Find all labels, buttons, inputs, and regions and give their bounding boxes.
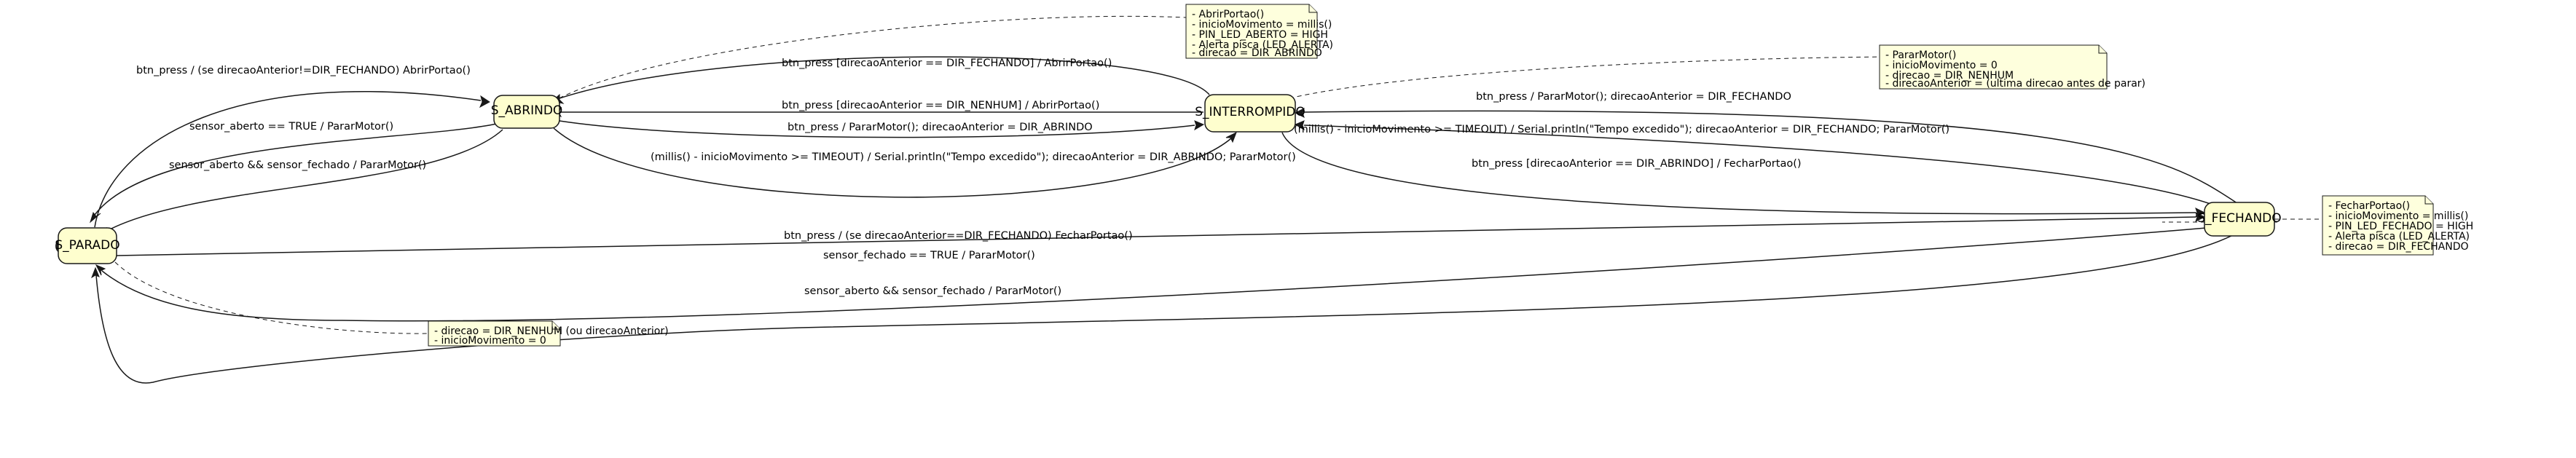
edge-parado-fechando	[116, 216, 2196, 256]
note-parado: - direcao = DIR_NENHUM (ou direcaoAnteri…	[428, 320, 669, 347]
note-line: - Alerta pisca (LED_ALERTA)	[1192, 39, 1333, 51]
edge-abrindo-parado-both	[105, 129, 503, 232]
edge-label: btn_press [direcaoAnterior == DIR_ABRIND…	[1472, 158, 1802, 170]
state-label: S_ABRINDO	[491, 103, 563, 118]
note-fold	[2424, 196, 2433, 205]
edge-fechando-parado-both	[95, 231, 2240, 384]
arrowhead	[479, 95, 490, 108]
edge-abrindo-interrompido-btn	[559, 120, 1195, 138]
note-line: - direcao = DIR_NENHUM	[1885, 70, 2014, 82]
note-line: - AbrirPortao()	[1192, 9, 1264, 20]
note-line: - direcaoAnterior = (ultima direcao ante…	[1885, 78, 2145, 90]
note-link-interrompido	[1289, 56, 1892, 99]
note-line: - inicioMovimento = 0	[434, 335, 546, 347]
edge-parado-abrindo	[94, 91, 482, 228]
note-line: - direcao = DIR_ABRINDO	[1192, 47, 1322, 59]
edge-fechando-interrompido-timeout	[1303, 125, 2230, 212]
edge-label: btn_press / PararMotor(); direcaoAnterio…	[788, 122, 1093, 133]
note-box	[1879, 44, 2108, 90]
edge-interrompido-fechando	[1281, 132, 2196, 215]
edge-label: btn_press / (se direcaoAnterior==DIR_FEC…	[784, 230, 1133, 242]
note-abrindo: - AbrirPortao() - inicioMovimento = mill…	[1185, 4, 1333, 59]
state-label: S_INTERROMPIDO	[1195, 105, 1305, 119]
edge-label: sensor_aberto && sensor_fechado / PararM…	[169, 159, 426, 171]
edges	[61, 56, 2245, 384]
arrowhead	[90, 211, 101, 224]
note-line: - direcao = DIR_NENHUM (ou direcaoAnteri…	[434, 325, 669, 337]
arrowhead	[1294, 108, 1305, 118]
arrowhead	[1225, 131, 1237, 143]
edge-labels: btn_press / (se direcaoAnterior!=DIR_FEC…	[136, 58, 1949, 297]
edge-fechando-interrompido-btn	[1303, 110, 2245, 208]
state-box	[1204, 94, 1296, 133]
edge-label: (millis() - inicioMovimento >= TIMEOUT) …	[1294, 124, 1949, 135]
edge-label: sensor_fechado == TRUE / PararMotor()	[823, 250, 1035, 261]
note-line: - inicioMovimento = 0	[1885, 60, 1998, 71]
note-line: - inicioMovimento = millis()	[2328, 210, 2468, 222]
note-fechando: - FecharPortao() - inicioMovimento = mil…	[2322, 195, 2473, 256]
edge-label: btn_press [direcaoAnterior == DIR_NENHUM…	[782, 100, 1099, 111]
arrowhead	[1294, 120, 1305, 131]
state-abrindo[interactable]: S_ABRINDO	[491, 95, 563, 129]
edge-abrindo-interrompido-timeout	[553, 127, 1232, 198]
note-line: - FecharPortao()	[2328, 200, 2410, 212]
note-box	[428, 320, 561, 347]
note-fold	[1308, 4, 1317, 13]
note-line: - direcao = DIR_FECHANDO	[2328, 241, 2469, 253]
state-parado[interactable]: S_PARADO	[55, 227, 120, 264]
note-line: - Alerta pisca (LED_ALERTA)	[2328, 231, 2470, 242]
arrowhead	[91, 266, 100, 279]
note-box	[2322, 195, 2434, 256]
edge-fechando-parado-sensor	[101, 226, 2215, 322]
note-line: - PIN_LED_ABERTO = HIGH	[1192, 29, 1328, 41]
note-line: - inicioMovimento = millis()	[1192, 19, 1332, 31]
edge-interrompido-abrindo-fechando	[559, 56, 1210, 99]
state-interrompido[interactable]: S_INTERROMPIDO	[1195, 94, 1305, 133]
state-box	[58, 227, 117, 264]
edge-label: (millis() - inicioMovimento >= TIMEOUT) …	[651, 151, 1296, 163]
edge-label: btn_press / (se direcaoAnterior!=DIR_FEC…	[136, 65, 471, 76]
note-line: - PararMotor()	[1885, 50, 1956, 61]
state-fechando[interactable]: S_FECHANDO	[2197, 202, 2282, 237]
edge-label: sensor_aberto && sensor_fechado / PararM…	[804, 285, 1061, 297]
arrowhead	[1194, 120, 1205, 131]
edge-label: btn_press / PararMotor(); direcaoAnterio…	[1476, 91, 1791, 103]
state-box	[493, 95, 560, 129]
edge-label: btn_press [direcaoAnterior == DIR_FECHAN…	[782, 58, 1112, 69]
arrowhead	[95, 264, 106, 276]
note-link-abrindo	[551, 15, 1200, 103]
edge-label: sensor_aberto == TRUE / PararMotor()	[189, 121, 393, 133]
note-link-parado	[114, 261, 429, 334]
edge-abrindo-parado-sensor	[94, 123, 498, 216]
state-label: S_FECHANDO	[2197, 211, 2281, 226]
note-interrompido: - PararMotor() - inicioMovimento = 0 - d…	[1879, 44, 2145, 90]
note-fold	[551, 321, 560, 330]
arrowhead	[2195, 208, 2206, 218]
note-line: - PIN_LED_FECHADO = HIGH	[2328, 221, 2473, 232]
state-label: S_PARADO	[55, 238, 119, 253]
note-fold	[2098, 45, 2107, 54]
note-box	[1185, 4, 1318, 59]
